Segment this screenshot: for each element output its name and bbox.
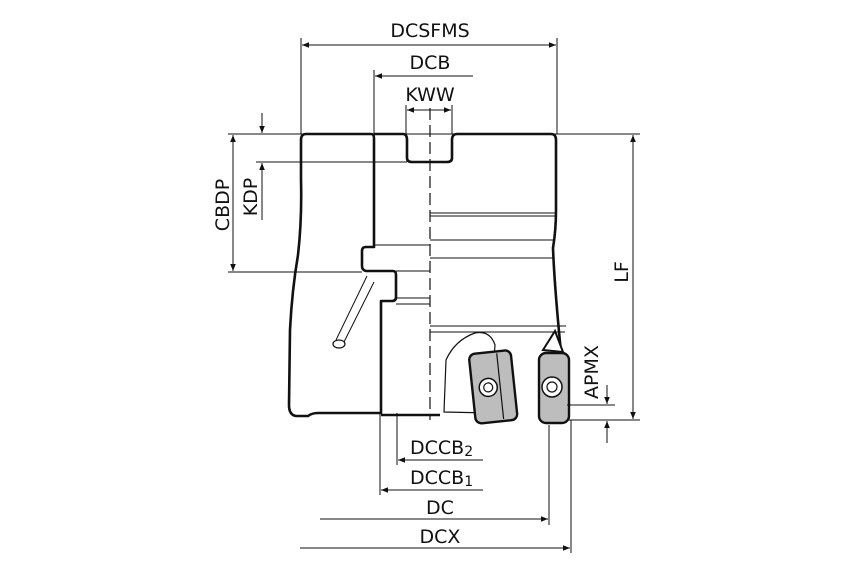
insert-left	[468, 349, 519, 425]
label-dccb2-base: DCCB	[410, 437, 464, 459]
dimension-lines	[228, 38, 640, 553]
label-dccb1-sub: 1	[464, 474, 473, 490]
label-dccb2-sub: 2	[464, 444, 473, 460]
insert-right	[537, 328, 571, 425]
coolant-channel	[335, 275, 375, 347]
label-dcb: DCB	[410, 52, 451, 74]
coolant-channel-end	[332, 339, 346, 349]
torx-screw-icon	[478, 377, 498, 398]
label-kdp: KDP	[240, 178, 262, 217]
label-dccb2: DCCB2	[410, 437, 473, 460]
body-section-hatched	[287, 132, 398, 418]
label-cbdp: CBDP	[212, 179, 234, 231]
label-kww: KWW	[405, 84, 455, 106]
body-internal-lines	[374, 212, 566, 333]
label-dccb1: DCCB1	[410, 467, 473, 490]
label-dcsfms: DCSFMS	[390, 20, 469, 42]
label-dcx: DCX	[420, 526, 461, 548]
label-apmx: APMX	[581, 345, 603, 399]
label-dc: DC	[426, 497, 454, 519]
label-dccb1-base: DCCB	[410, 467, 464, 489]
label-lf: LF	[611, 261, 633, 283]
torx-screw-icon	[541, 376, 563, 398]
